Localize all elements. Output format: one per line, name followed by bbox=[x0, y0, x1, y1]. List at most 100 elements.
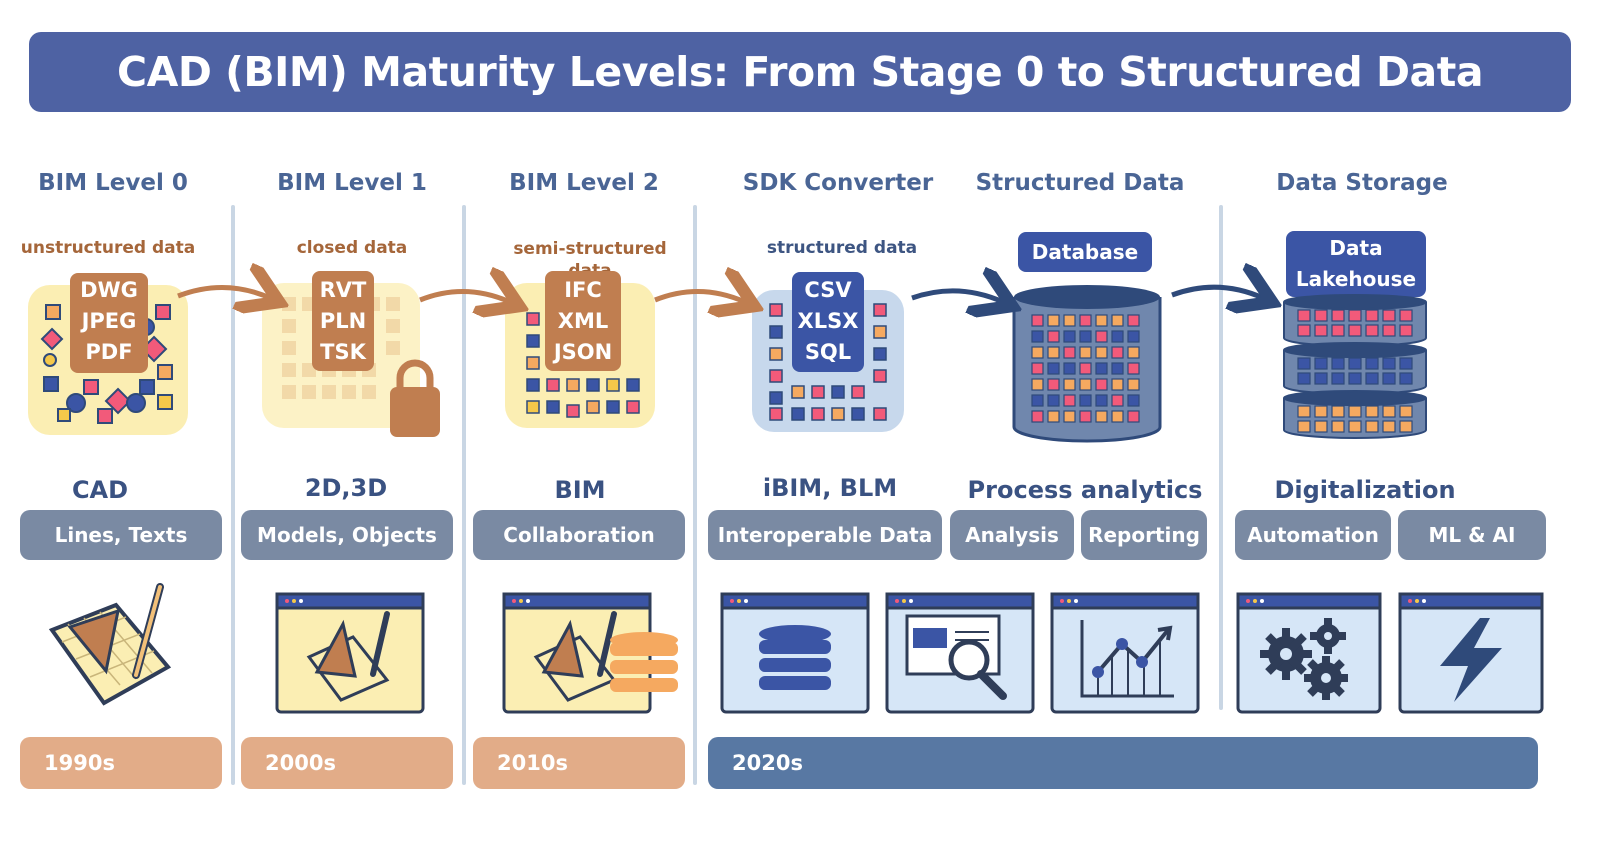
closed-data-icon bbox=[262, 271, 440, 437]
data-cell bbox=[1063, 394, 1076, 407]
header-structured-data: Structured Data bbox=[975, 170, 1185, 196]
category-cad: CAD bbox=[71, 476, 129, 504]
data-cell bbox=[1111, 378, 1124, 391]
data-cell bbox=[1095, 410, 1108, 423]
data-cell bbox=[1127, 314, 1140, 327]
structured-data-icon bbox=[752, 272, 904, 432]
semi-structured-data-icon bbox=[505, 271, 655, 428]
data-cell bbox=[1348, 324, 1362, 337]
data-cell bbox=[1063, 314, 1076, 327]
database-badge: Database bbox=[1018, 232, 1152, 272]
data-cell bbox=[1127, 362, 1140, 375]
data-cell bbox=[1399, 405, 1413, 418]
divider bbox=[462, 205, 466, 785]
data-cell bbox=[1399, 324, 1413, 337]
data-cell bbox=[1079, 394, 1092, 407]
arrow-right-icon bbox=[911, 291, 1003, 302]
data-cell bbox=[1047, 378, 1060, 391]
data-cell bbox=[1111, 314, 1124, 327]
category-bim: BIM bbox=[554, 476, 606, 504]
data-cell bbox=[1111, 394, 1124, 407]
data-cell bbox=[1297, 309, 1311, 322]
pill-ml-ai: ML & AI bbox=[1398, 510, 1546, 560]
data-cell bbox=[1031, 410, 1044, 423]
data-cell bbox=[1348, 357, 1362, 370]
data-cell bbox=[1047, 330, 1060, 343]
data-cell bbox=[1382, 420, 1396, 433]
data-cell bbox=[1365, 372, 1379, 385]
data-cell bbox=[1031, 362, 1044, 375]
data-cell bbox=[1314, 420, 1328, 433]
data-cell bbox=[1365, 405, 1379, 418]
data-cell bbox=[1331, 372, 1345, 385]
data-cell bbox=[1063, 362, 1076, 375]
data-cell bbox=[1031, 378, 1044, 391]
data-cell bbox=[1399, 309, 1413, 322]
data-cell bbox=[1031, 314, 1044, 327]
data-cell bbox=[1331, 420, 1345, 433]
data-cell bbox=[1031, 346, 1044, 359]
data-cell bbox=[1063, 330, 1076, 343]
data-cell bbox=[1382, 324, 1396, 337]
search-window-icon bbox=[885, 592, 1035, 714]
data-cell bbox=[1095, 330, 1108, 343]
data-cell bbox=[1047, 410, 1060, 423]
header-data-storage: Data Storage bbox=[1276, 170, 1448, 196]
era-1990s: 1990s bbox=[20, 737, 222, 789]
data-cell bbox=[1079, 330, 1092, 343]
pill-analysis: Analysis bbox=[950, 510, 1074, 560]
data-cell bbox=[1079, 410, 1092, 423]
data-cell bbox=[1399, 357, 1413, 370]
header-bim-level-0: BIM Level 0 bbox=[38, 170, 188, 196]
pill-interoperable-data: Interoperable Data bbox=[708, 510, 942, 560]
data-cell bbox=[1382, 357, 1396, 370]
data-cell bbox=[1047, 394, 1060, 407]
database-cylinder-icon bbox=[1012, 285, 1162, 443]
data-cell bbox=[1127, 378, 1140, 391]
data-cell bbox=[1331, 324, 1345, 337]
data-cell bbox=[1314, 357, 1328, 370]
data-cell bbox=[1382, 309, 1396, 322]
data-cell bbox=[1314, 405, 1328, 418]
lakehouse-stack-icon bbox=[1283, 294, 1427, 439]
data-cell bbox=[1127, 330, 1140, 343]
database-window-icon bbox=[720, 592, 870, 714]
arrow-right-icon bbox=[177, 287, 270, 298]
page-title: CAD (BIM) Maturity Levels: From Stage 0 … bbox=[117, 48, 1483, 96]
data-cell bbox=[1365, 324, 1379, 337]
pill-lines-texts: Lines, Texts bbox=[20, 510, 222, 560]
data-cell bbox=[1382, 372, 1396, 385]
data-cell bbox=[1297, 324, 1311, 337]
cad-window-icon bbox=[275, 592, 425, 714]
data-cell bbox=[1095, 314, 1108, 327]
data-cell bbox=[1095, 346, 1108, 359]
data-cell bbox=[1365, 309, 1379, 322]
data-cell bbox=[1348, 309, 1362, 322]
data-cell bbox=[1111, 330, 1124, 343]
lightning-window-icon bbox=[1398, 592, 1544, 714]
pill-models-objects: Models, Objects bbox=[241, 510, 453, 560]
data-cell bbox=[1314, 372, 1328, 385]
data-cell bbox=[1297, 405, 1311, 418]
data-cell bbox=[1079, 346, 1092, 359]
data-cell bbox=[1079, 314, 1092, 327]
pill-reporting: Reporting bbox=[1081, 510, 1207, 560]
data-cell bbox=[1297, 357, 1311, 370]
sublabel-structured: structured data bbox=[766, 238, 918, 258]
data-cell bbox=[1047, 362, 1060, 375]
category-process-analytics: Process analytics bbox=[967, 476, 1203, 504]
arrow-right-icon bbox=[419, 291, 510, 302]
data-cell bbox=[1331, 309, 1345, 322]
data-cell bbox=[1111, 362, 1124, 375]
data-cell bbox=[1399, 420, 1413, 433]
data-cell bbox=[1127, 394, 1140, 407]
data-cell bbox=[1063, 378, 1076, 391]
arrow-right-icon bbox=[1171, 287, 1263, 298]
era-2020s: 2020s bbox=[708, 737, 1538, 789]
data-cell bbox=[1047, 346, 1060, 359]
